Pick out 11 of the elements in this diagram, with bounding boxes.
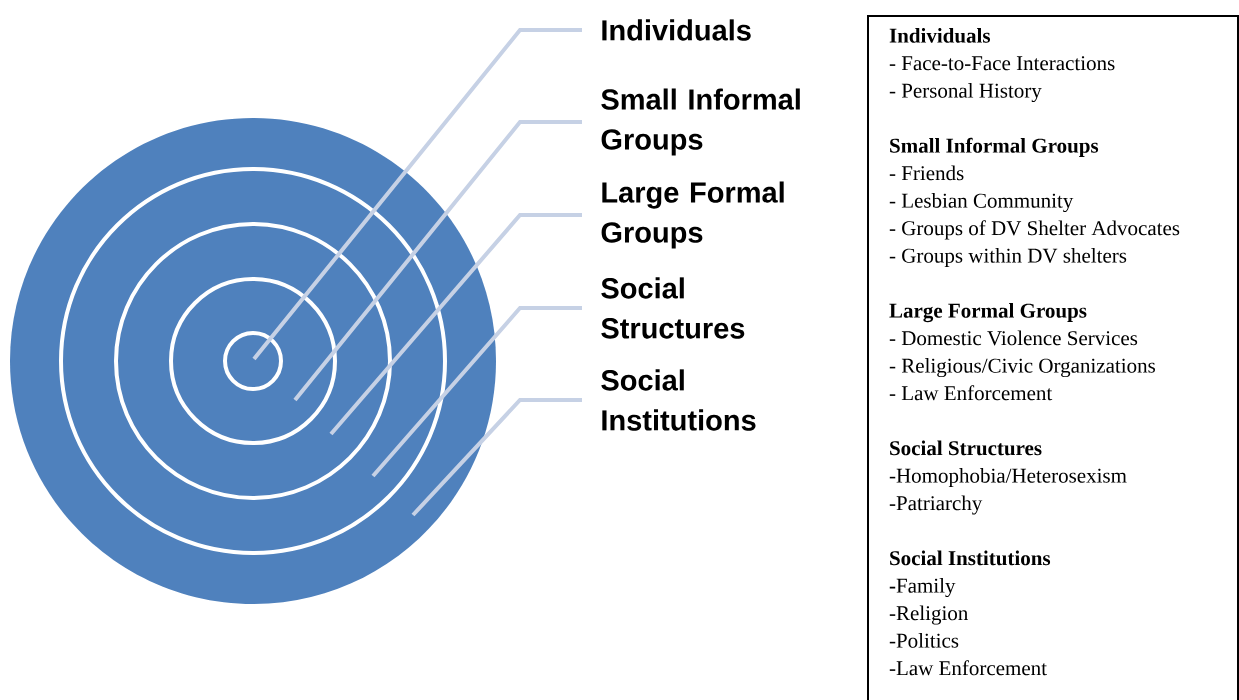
text-box: Individuals - Face-to-Face Interactions - Personal History Small Informal Groups - Friends - Lesbian Community - Groups of DV Shelter Advocates - Groups within DV shelters Large Formal Groups - Domestic Violence Services - Religious/Civic Organizations - Law Enforcement Social Structures -Homophobia/Heterosexism -Patriarchy Social Institutions -Family -Religion -Politics -Law Enforcement [867,15,1239,700]
ring-label: Social Structures [601,277,745,339]
ring-label: Social Institutions [601,369,756,431]
leader-line [293,120,582,402]
leader-line [329,213,582,436]
ring-label: Large Formal Groups [601,181,784,249]
leader-line [411,398,582,517]
leader-line [252,28,582,361]
ring-label: Small Informal Groups [601,88,800,156]
leader-line [371,306,582,478]
ring-label: Individuals [602,19,751,41]
